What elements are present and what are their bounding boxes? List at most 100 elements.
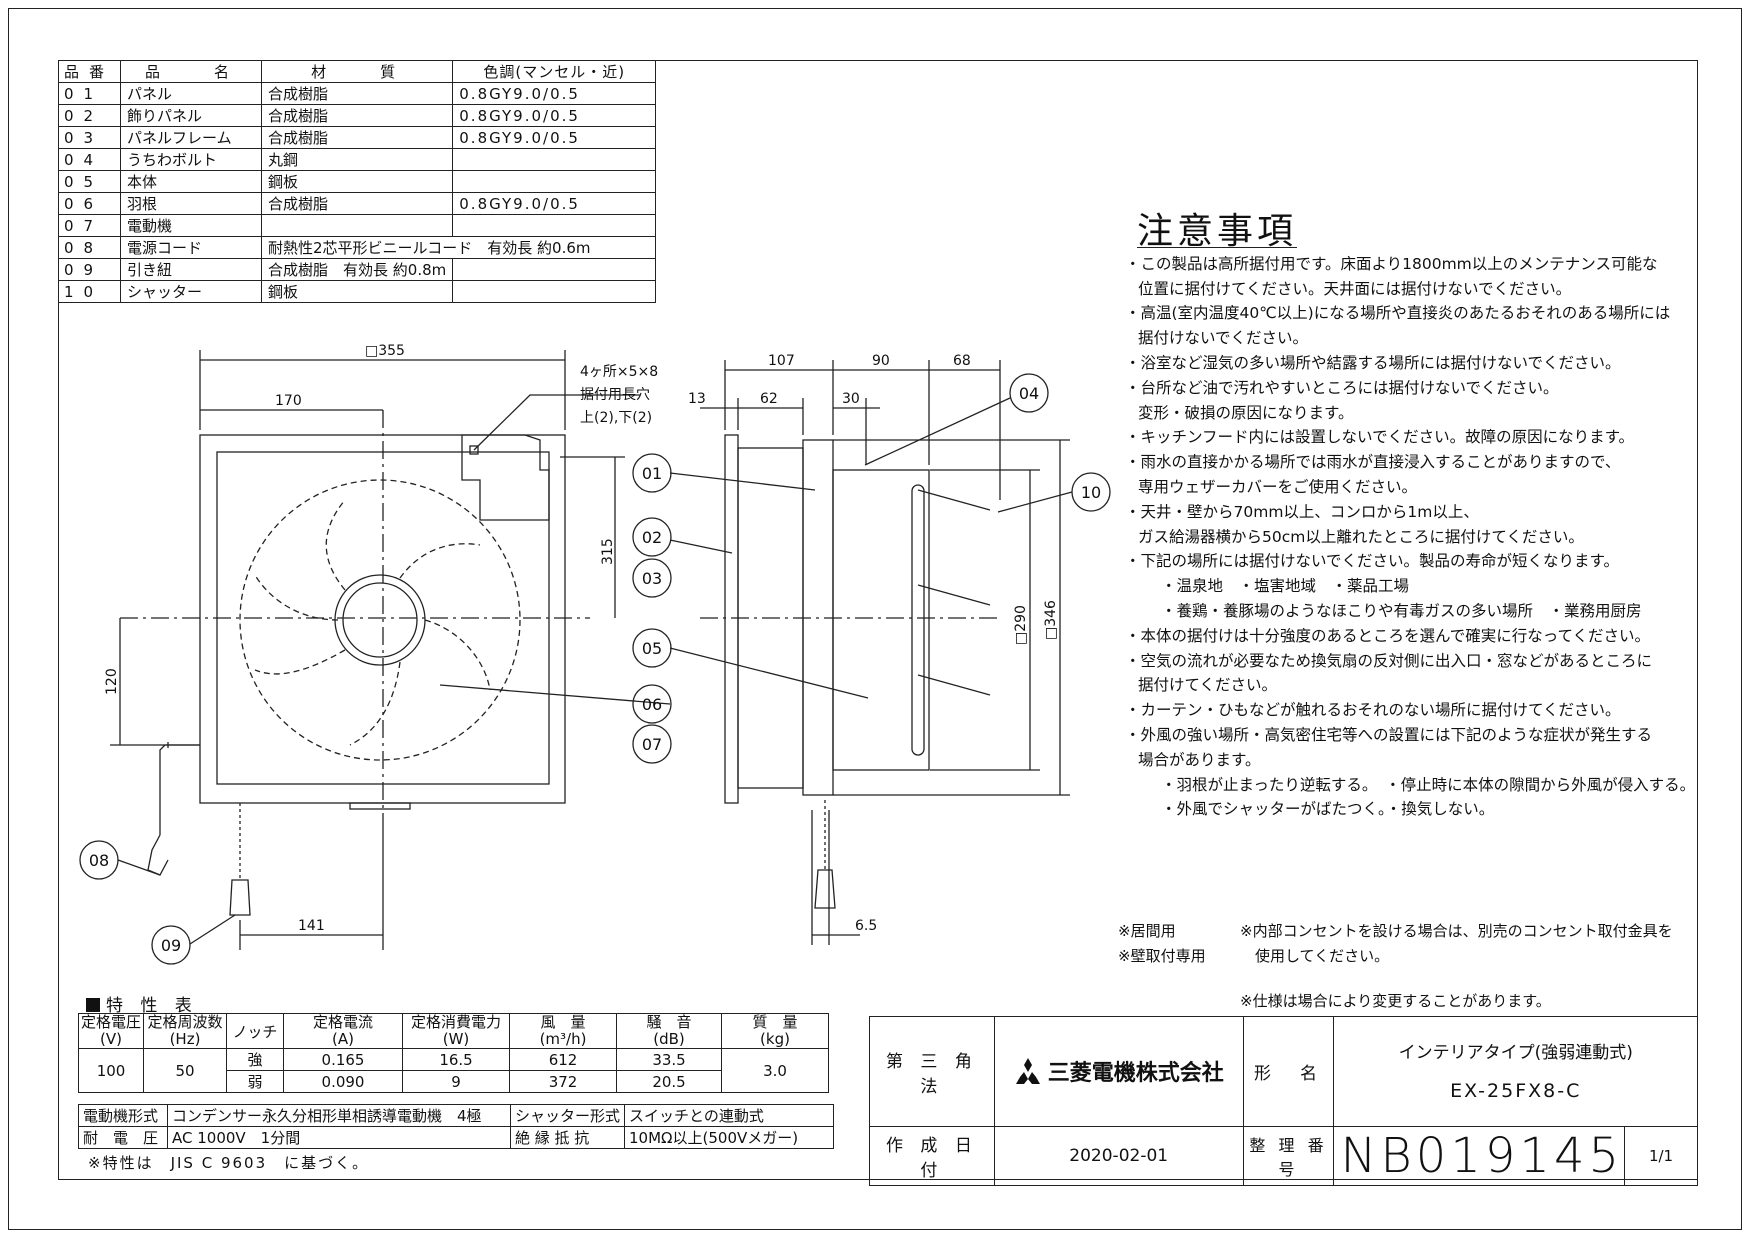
spec-header-voltage-1: 定格電圧: [81, 1013, 142, 1031]
dim-label-141: 141: [298, 918, 325, 934]
part-color: 0.8GY9.0/0.5: [452, 104, 657, 127]
part-material: 合成樹脂: [261, 104, 454, 127]
parts-header-no: 品番: [57, 60, 122, 83]
spec-extra-table: 電動機形式 コンデンサー永久分相形単相誘導電動機 4極 シャッター形式 スイッチ…: [78, 1104, 835, 1149]
note-line: ・台所など油で汚れやすいところには据付けないでください。: [1125, 378, 1559, 397]
note-line: ・温泉地 ・塩害地域 ・薬品工場: [1161, 577, 1410, 596]
note-line: 据付けてください。: [1138, 676, 1278, 695]
callout-circles: [79, 373, 1111, 965]
callout-04: 04: [1019, 384, 1039, 403]
spec-freq: 50: [143, 1048, 228, 1093]
spec-current: 0.165: [283, 1048, 404, 1071]
note-line: 位置に据付けてください。天井面には据付けないでください。: [1138, 279, 1572, 298]
drawing-number: NB019145: [1333, 1126, 1626, 1186]
spec-current: 0.090: [283, 1070, 404, 1093]
model-number: EX-25FX8-C: [1450, 1079, 1582, 1102]
callout-leaders: [117, 397, 1073, 945]
dim-label-355: □355: [365, 343, 405, 359]
spec-header-freq-1: 定格周波数: [147, 1013, 223, 1031]
callout-09: 09: [161, 936, 181, 955]
spec-mass: 3.0: [721, 1048, 830, 1093]
spec-header-noise-2: (dB): [653, 1030, 685, 1048]
spec-header-current-2: (A): [332, 1030, 354, 1048]
fan-outline: [239, 479, 521, 761]
mitsubishi-logo-icon: [1015, 1057, 1040, 1084]
withstand-value: AC 1000V 1分間: [167, 1126, 511, 1149]
dim-label-90: 90: [872, 353, 890, 369]
power-cord: [159, 744, 200, 835]
spec-header-airflow-1: 風 量: [540, 1013, 586, 1031]
spec-header-mass: 質 量(kg): [721, 1013, 830, 1049]
fan-hub-outer: [334, 574, 426, 666]
spec-header-power-1: 定格消費電力: [411, 1013, 502, 1031]
note-kabe: ※壁取付専用: [1118, 947, 1206, 965]
spec-notch: 弱: [226, 1070, 285, 1093]
number-label: 整 理 番 号: [1242, 1126, 1335, 1186]
spec-title-text: 特 性 表: [106, 996, 198, 1016]
spec-header-noise: 騒 音(dB): [616, 1013, 723, 1049]
dim-label-346: □346: [1043, 600, 1059, 640]
part-color: 0.8GY9.0/0.5: [452, 126, 657, 149]
product-type: インテリアタイプ(強弱連動式): [1398, 1042, 1633, 1063]
note-consent-1: ※内部コンセントを設ける場合は、別売のコンセント取付金具を: [1240, 922, 1673, 940]
part-name: 電源コード: [120, 236, 263, 259]
note-line: ・浴室など湿気の多い場所や結露する場所には据付けないでください。: [1125, 353, 1621, 372]
spec-header-noise-1: 騒 音: [646, 1013, 692, 1031]
note-line: ・養鶏・養豚場のようなほこりや有毒ガスの多い場所 ・業務用厨房: [1161, 601, 1642, 620]
front-view: [110, 350, 640, 950]
note-line: ・カーテン・ひもなどが触れるおそれのない場所に据付けてください。: [1125, 701, 1621, 720]
note-line: ・外風でシャッターがばたつく。・換気しない。: [1161, 800, 1495, 819]
spec-power: 16.5: [402, 1048, 511, 1071]
spec-row-strong: 100 50 強 0.165 16.5 612 33.5 3.0: [77, 1048, 830, 1093]
dim-label-120: 120: [104, 668, 120, 695]
callout-10: 10: [1081, 483, 1101, 502]
dim-label-30: 30: [842, 391, 860, 407]
part-name: 本体: [120, 170, 263, 193]
date-value: 2020-02-01: [993, 1126, 1244, 1186]
part-color: [452, 280, 657, 303]
side-body: [832, 469, 930, 771]
dim-label-13: 13: [688, 391, 706, 407]
front-bottom-tab: [349, 802, 411, 810]
spec-header-airflow: 風 量(m³/h): [509, 1013, 618, 1049]
shutter-label: シャッター形式: [509, 1104, 626, 1127]
dim-label-62: 62: [760, 391, 778, 407]
note-line: ・天井・壁から70mm以上、コンロから1m以上、: [1125, 502, 1479, 521]
shutter-rail: [911, 484, 925, 756]
note-consent-2: 使用してください。: [1255, 947, 1390, 965]
model-label: 形 名: [1242, 1016, 1335, 1127]
parts-header-name: 品 名: [120, 60, 263, 83]
note-line: ・高温(室内温度40℃以上)になる場所や直接炎のあたるおそれのある場所には: [1125, 304, 1671, 323]
hole-note-3: 上(2),下(2): [580, 410, 652, 426]
front-bracket: [461, 434, 550, 521]
spec-voltage: 100: [77, 1048, 145, 1093]
part-no: 09: [57, 258, 122, 281]
square-bullet-icon: [86, 998, 100, 1012]
side-pull-handle-icon: [814, 869, 836, 909]
spec-header-airflow-2: (m³/h): [539, 1030, 587, 1048]
company-cell: 三菱電機株式会社: [993, 1016, 1244, 1127]
note-spec-change: ※仕様は場合により変更することがあります。: [1240, 992, 1551, 1010]
spec-power: 9: [402, 1070, 511, 1093]
motor-value: コンデンサー永久分相形単相誘導電動機 4極: [167, 1104, 511, 1127]
pull-handle-icon: [229, 879, 251, 916]
spec-row-weak: 弱 0.090 9 372 20.5: [79, 1070, 829, 1093]
shutter-blade: [917, 674, 991, 696]
shutter-value: スイッチとの連動式: [624, 1104, 835, 1127]
callout-02: 02: [642, 528, 662, 547]
note-line: ・雨水の直接かかる場所では雨水が直接浸入することがありますので、: [1125, 453, 1621, 472]
note-kyoma: ※居間用: [1118, 922, 1176, 940]
callout-05: 05: [642, 639, 662, 658]
hole-leader: [473, 394, 640, 451]
fan-hub-inner: [342, 582, 418, 658]
spec-title: 特 性 表: [86, 991, 198, 1016]
dim-label-290: □290: [1013, 605, 1029, 645]
part-material: 鋼板: [261, 280, 454, 303]
dim-label-315: 315: [600, 538, 616, 565]
projection-method: 第 三 角 法: [869, 1016, 995, 1127]
